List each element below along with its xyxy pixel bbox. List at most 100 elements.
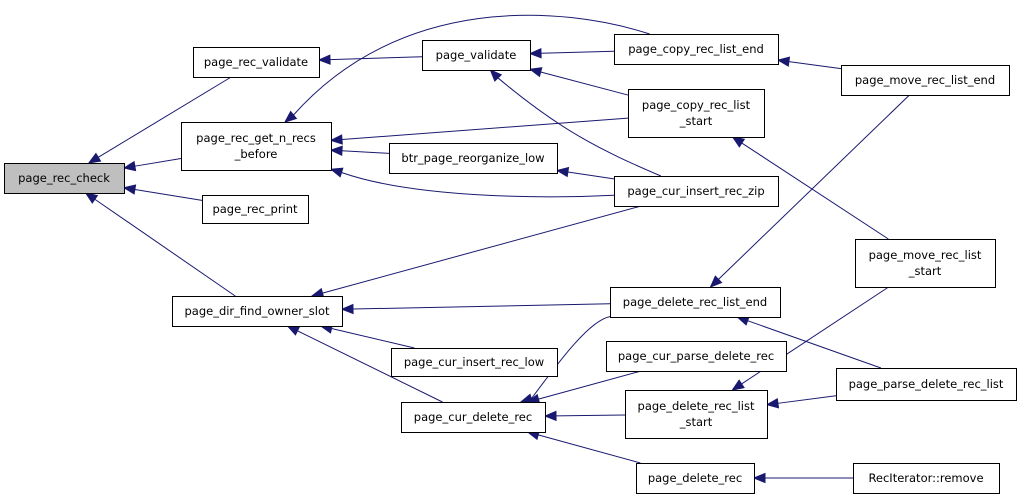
edge-layer: [84, 14, 910, 484]
arrowhead-icon: [776, 56, 791, 67]
node-label: btr_page_reorganize_low: [401, 151, 544, 165]
edge-page_parse_delete_rec_list-to-page_delete_rec_list_start: [777, 395, 837, 404]
node-label: page_delete_rec: [648, 471, 742, 485]
node-page_cur_insert_rec_low[interactable]: page_cur_insert_rec_low: [391, 348, 558, 377]
node-box: [401, 402, 546, 433]
edge-page_validate-to-page_rec_validate: [329, 56, 423, 61]
node-label: page_validate: [436, 48, 517, 62]
arrowhead-icon: [528, 47, 542, 59]
edge-page_dir_find_owner_slot-to-page_rec_check: [94, 198, 236, 297]
node-page_cur_insert_rec_zip[interactable]: page_cur_insert_rec_zip: [614, 176, 779, 207]
node-label: _start: [679, 415, 713, 429]
node-page_copy_rec_list_end[interactable]: page_copy_rec_list_end: [614, 34, 779, 65]
edge-page_move_rec_list_start-to-page_copy_rec_list_start: [741, 142, 889, 240]
edge-page_cur_insert_rec_zip-to-btr_page_reorganize_low: [567, 171, 615, 180]
node-box: [614, 176, 779, 207]
node-label: page_cur_parse_delete_rec: [618, 349, 774, 363]
node-label: page_rec_get_n_recs: [196, 131, 316, 145]
node-label: RecIterator::remove: [868, 471, 983, 485]
arrowhead-icon: [765, 398, 780, 409]
edge-page_cur_insert_rec_zip-to-page_validate: [497, 77, 662, 177]
edge-page_copy_rec_list_end-to-page_validate: [540, 50, 615, 54]
node-box: [614, 34, 779, 65]
node-label: page_dir_find_owner_slot: [184, 304, 330, 318]
arrowhead-icon: [528, 67, 543, 78]
node-box: [389, 143, 558, 174]
node-label: page_copy_rec_list_end: [628, 42, 764, 56]
node-box: [841, 65, 1010, 96]
edge-page_cur_delete_rec-to-page_dir_find_owner_slot: [297, 330, 443, 403]
node-page_move_rec_list_end[interactable]: page_move_rec_list_end: [841, 65, 1010, 96]
node-page_rec_print[interactable]: page_rec_print: [202, 195, 309, 224]
arrowhead-icon: [87, 152, 102, 164]
node-page_dir_find_owner_slot[interactable]: page_dir_find_owner_slot: [172, 296, 343, 327]
node-RecIterator_remove[interactable]: RecIterator::remove: [853, 463, 1000, 494]
node-box: [636, 463, 755, 494]
node-box: [628, 89, 765, 138]
node-label: page_move_rec_list_end: [855, 73, 995, 87]
arrowhead-icon: [284, 110, 298, 123]
node-box: [610, 287, 781, 318]
node-page_copy_rec_list_start[interactable]: page_copy_rec_list_start: [628, 89, 765, 138]
node-box: [422, 40, 531, 71]
arrowhead-icon: [329, 167, 344, 178]
node-page_move_rec_list_start[interactable]: page_move_rec_list _start: [855, 239, 996, 288]
arrowhead-icon: [489, 69, 503, 82]
arrowhead-icon: [84, 192, 99, 204]
node-page_validate[interactable]: page_validate: [422, 40, 531, 71]
node-label: _before: [234, 147, 278, 161]
node-btr_page_reorganize_low[interactable]: btr_page_reorganize_low: [389, 143, 558, 174]
node-box: [853, 463, 1000, 494]
arrowhead-icon: [543, 410, 557, 422]
edge-page_move_rec_list_end-to-page_delete_rec_list_end: [718, 94, 910, 280]
node-label: page_delete_rec_list: [638, 399, 755, 413]
node-page_delete_rec_list_start[interactable]: page_delete_rec_list _start: [625, 390, 768, 439]
edge-page_rec_get_n_recs_before-to-page_rec_check: [134, 158, 182, 167]
node-page_delete_rec[interactable]: page_delete_rec: [636, 463, 755, 494]
node-label: page_rec_validate: [204, 55, 308, 69]
node-page_parse_delete_rec_list[interactable]: page_parse_delete_rec_list: [836, 368, 1017, 401]
arrowhead-icon: [340, 303, 354, 315]
node-label: _start: [679, 114, 713, 128]
arrowhead-icon: [329, 134, 343, 145]
edge-btr_page_reorganize_low-to-page_rec_get_n_recs_before: [341, 150, 390, 154]
edge-page_rec_print-to-page_rec_check: [134, 189, 203, 201]
node-label: _start: [908, 264, 942, 278]
edge-page_copy_rec_list_end-to-page_rec_get_n_recs_before: [293, 14, 650, 116]
arrowhead-icon: [709, 275, 723, 288]
node-box: [855, 239, 996, 288]
node-label: page_cur_delete_rec: [414, 410, 532, 424]
edge-page_parse_delete_rec_list-to-page_delete_rec_list_end: [747, 320, 882, 369]
arrowhead-icon: [731, 136, 746, 148]
node-page_cur_parse_delete_rec[interactable]: page_cur_parse_delete_rec: [606, 341, 787, 372]
node-box: [4, 163, 125, 194]
node-box: [172, 296, 343, 327]
node-label: page_move_rec_list: [869, 248, 982, 262]
edge-page_cur_insert_rec_zip-to-page_dir_find_owner_slot: [322, 205, 642, 294]
edge-page_cur_parse_delete_rec-to-page_cur_delete_rec: [538, 370, 642, 400]
node-page_rec_check[interactable]: page_rec_check: [4, 163, 125, 194]
arrowhead-icon: [731, 379, 745, 391]
node-page_cur_delete_rec[interactable]: page_cur_delete_rec: [401, 402, 546, 433]
edge-page_copy_rec_list_start-to-page_validate: [540, 71, 629, 96]
node-label: page_rec_check: [18, 171, 110, 185]
node-page_delete_rec_list_end[interactable]: page_delete_rec_list_end: [610, 287, 781, 318]
edge-page_delete_rec_list_end-to-page_cur_delete_rec: [530, 316, 611, 400]
node-box: [836, 368, 1017, 401]
edge-page_cur_insert_rec_zip-to-page_rec_get_n_recs_before: [341, 171, 615, 198]
node-box: [193, 47, 320, 78]
node-label: page_rec_print: [212, 202, 298, 216]
edge-page_copy_rec_list_start-to-page_rec_get_n_recs_before: [341, 117, 629, 141]
arrowhead-icon: [286, 325, 301, 336]
arrowhead-icon: [752, 472, 766, 484]
node-page_rec_get_n_recs_before[interactable]: page_rec_get_n_recs _before: [181, 122, 332, 171]
arrowhead-icon: [122, 160, 137, 172]
edge-page_cur_insert_rec_low-to-page_dir_find_owner_slot: [331, 328, 415, 349]
edge-page_move_rec_list_end-to-page_copy_rec_list_end: [788, 61, 842, 70]
node-box: [606, 341, 787, 372]
edge-page_rec_validate-to-page_rec_check: [97, 76, 232, 158]
node-page_rec_validate[interactable]: page_rec_validate: [193, 47, 320, 78]
node-label: page_cur_insert_rec_zip: [627, 184, 764, 198]
arrowhead-icon: [122, 184, 137, 195]
